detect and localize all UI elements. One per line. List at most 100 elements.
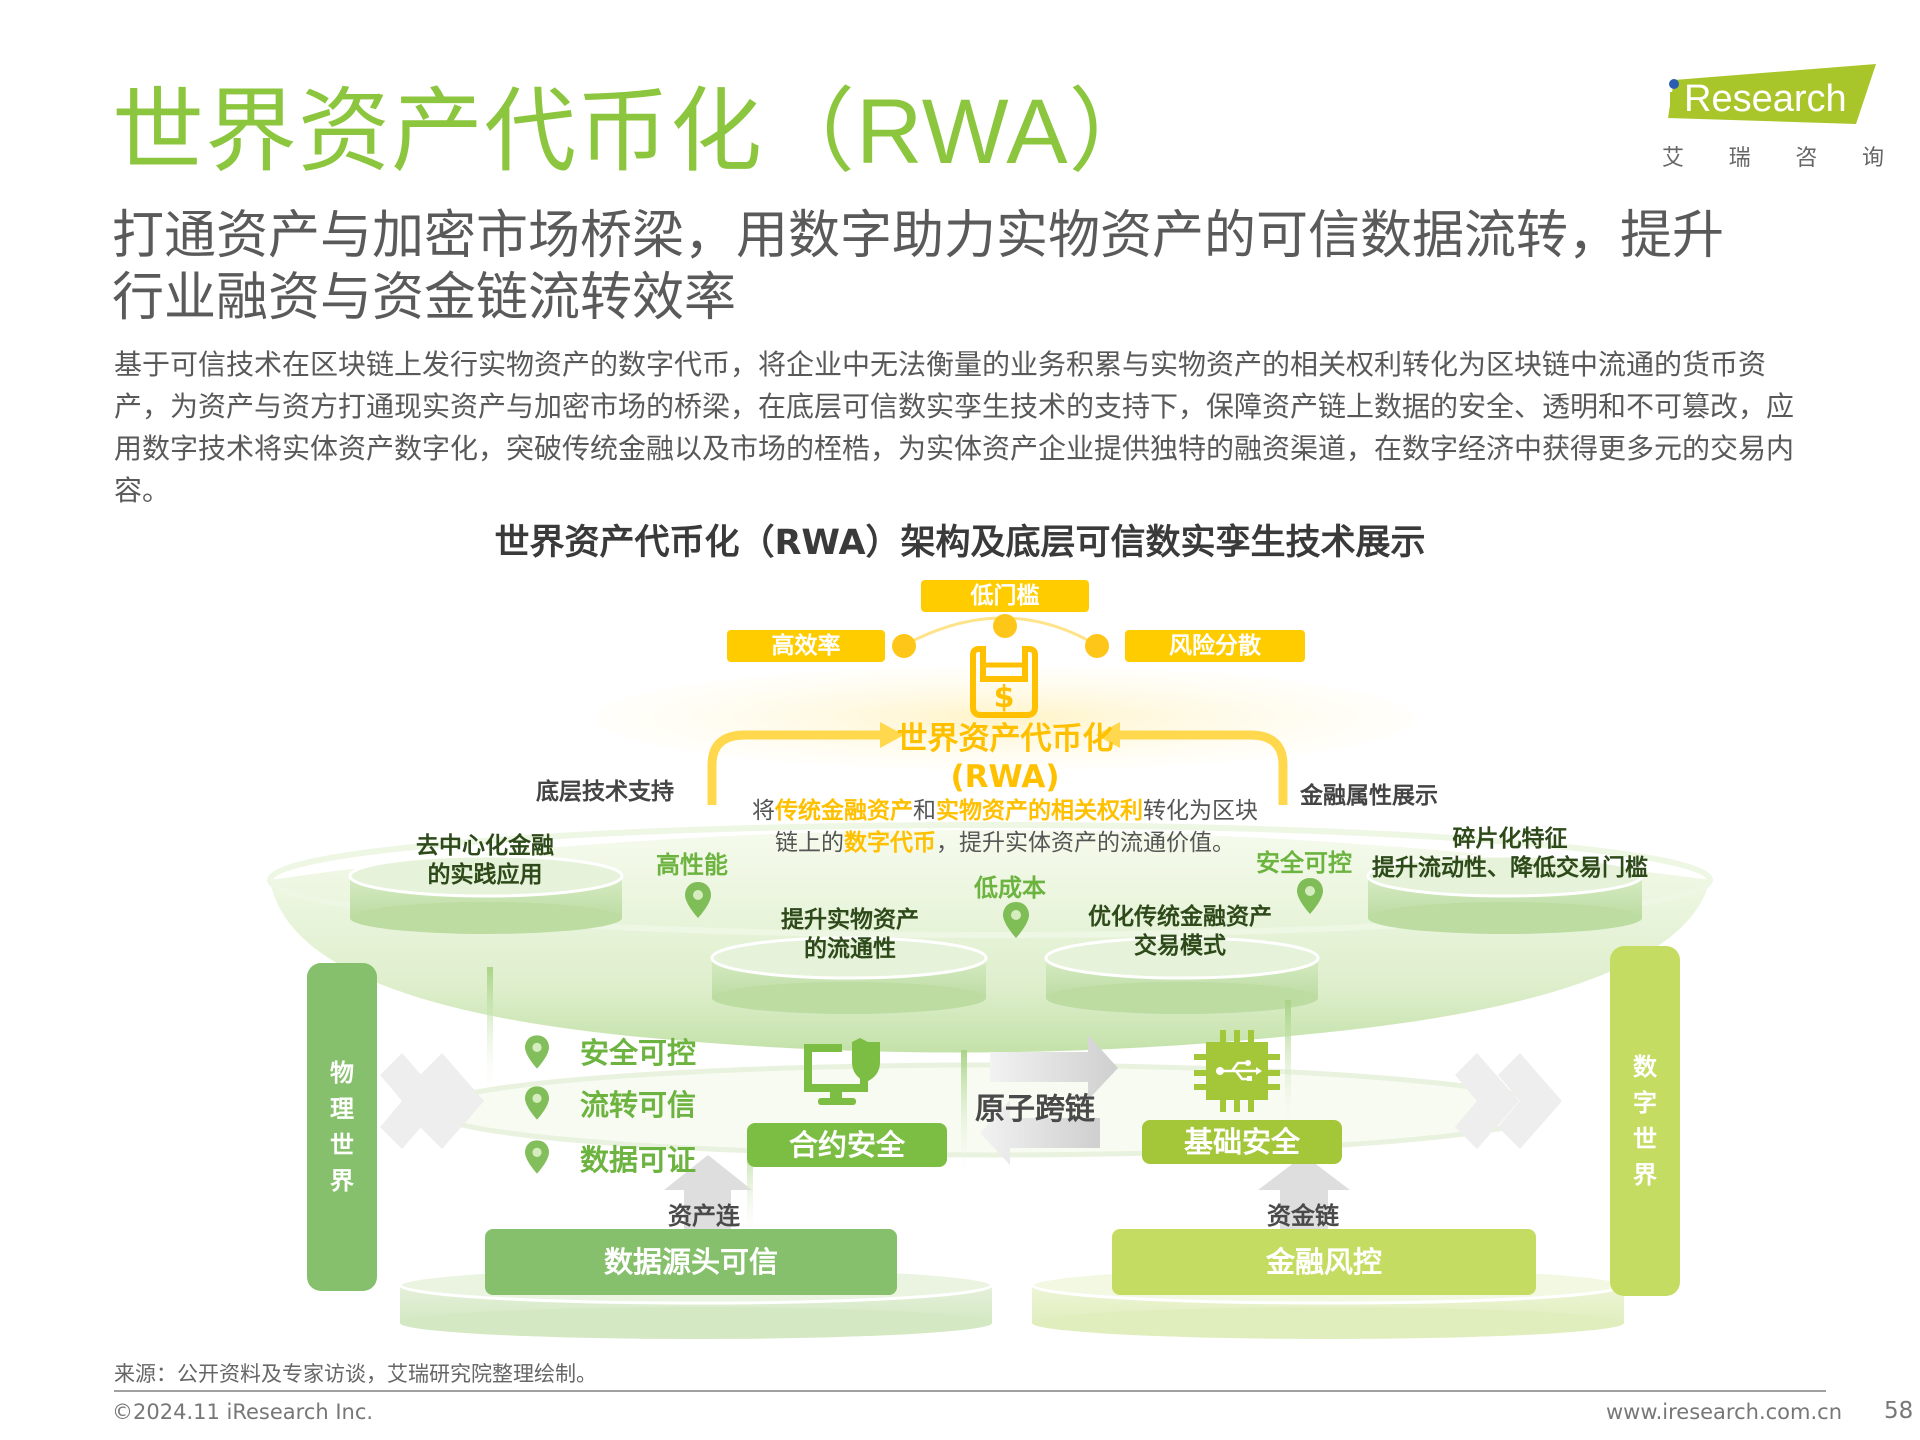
pin-label-low-cost: 低成本 (974, 874, 1046, 902)
asset-chain-arrow (664, 1155, 752, 1250)
tag-dot (1085, 634, 1109, 658)
pillar (1285, 1000, 1291, 1140)
center-title: 世界资产代币化 (RWA) (760, 720, 1250, 796)
disc-label-optimize: 优化传统金融资产 交易模式 (1060, 903, 1300, 961)
world-char: 世 (330, 1131, 354, 1159)
bullet-security: 安全可控 (580, 1036, 697, 1070)
disc-label-defi: 去中心化金融 的实践应用 (380, 832, 590, 890)
logo-cn-char: 艾 (1662, 146, 1685, 171)
financial-risk-control-box: 金融风控 (1112, 1229, 1536, 1295)
page-number: 58 (1884, 1398, 1914, 1424)
desc-text: 链上的 (775, 830, 844, 856)
left-arc-arrow (707, 730, 880, 805)
disc-1 (348, 854, 624, 934)
chevrons-right-icon (1455, 1053, 1562, 1149)
center-title-line-2: (RWA) (950, 759, 1060, 795)
center-description: 将传统金融资产和实物资产的相关权利转化为区块 链上的数字代币，提升实体资产的流通… (700, 795, 1310, 859)
logo-cn-char: 询 (1861, 146, 1884, 171)
location-pin-icon (525, 1035, 549, 1069)
location-pin-icon (685, 882, 711, 918)
source-note: 来源：公开资料及专家访谈，艾瑞研究院整理绘制。 (114, 1362, 597, 1386)
world-char: 世 (1633, 1125, 1657, 1153)
bowl-rim (267, 822, 1713, 938)
physical-world-bar: 物 理 世 界 (307, 963, 377, 1291)
svg-text:$: $ (994, 680, 1015, 715)
dollar-wallet-icon: $ (965, 645, 1043, 719)
desc-text: 和 (913, 798, 936, 824)
cross-chain-arrow-right (990, 1035, 1118, 1100)
desc-text: ，提升实体资产的流通价值。 (936, 830, 1235, 856)
subtitle-line-1: 打通资产与加密市场桥梁，用数字助力实物资产的可信数据流转，提升 (112, 206, 1725, 266)
logo-graphic: Research (1668, 64, 1876, 124)
usb-chip-icon (1194, 1030, 1280, 1112)
digital-world-bar: 数 字 世 界 (1610, 946, 1680, 1296)
financial-attribute-label: 金融属性展示 (1300, 783, 1438, 809)
pillar (747, 1133, 753, 1243)
tag-dot (892, 634, 916, 658)
right-arc-arrow (1120, 730, 1288, 805)
disc-label-fragmentation: 碎片化特征 提升流动性、降低交易门槛 (1355, 825, 1665, 883)
page-title: 世界资产代币化（RWA） (112, 81, 1162, 183)
diagram-title: 世界资产代币化（RWA）架构及底层可信数实孪生技术展示 (494, 523, 1426, 563)
desc-highlight: 数字代币 (844, 830, 936, 856)
disc-label-line: 提升流动性、降低交易门槛 (1372, 855, 1648, 881)
logo-dot (1669, 79, 1679, 89)
center-title-line-1: 世界资产代币化 (896, 721, 1114, 757)
disc-label-line: 去中心化金融 (416, 833, 554, 859)
disc-label-line: 碎片化特征 (1452, 826, 1568, 852)
bullet-circulation: 流转可信 (580, 1088, 697, 1122)
tag-dot (993, 614, 1017, 638)
disc-2 (710, 936, 988, 1014)
capital-chain-label: 资金链 (1267, 1202, 1339, 1230)
cross-chain-arrow-left (980, 1100, 1100, 1165)
world-char: 理 (330, 1095, 354, 1123)
underlying-tech-label: 底层技术支持 (536, 779, 674, 805)
tag-low-threshold: 低门槛 (921, 580, 1089, 612)
location-pin-icon (1003, 902, 1029, 938)
iresearch-logo: Research (1660, 62, 1880, 172)
location-pin-icon (525, 1140, 549, 1174)
base-security-box: 基础安全 (1142, 1120, 1342, 1164)
cross-chain-label: 原子跨链 (975, 1092, 1095, 1127)
website-link[interactable]: www.iresearch.com.cn (1606, 1400, 1843, 1424)
disc-label-line: 交易模式 (1134, 933, 1226, 959)
desc-highlight: 传统金融资产 (775, 798, 913, 824)
desc-text: 将 (752, 798, 775, 824)
logo-i-stem (1670, 92, 1678, 118)
logo-banner (1668, 64, 1876, 124)
copyright: ©2024.11 iResearch Inc. (112, 1400, 374, 1424)
left-arc-arrowhead (880, 722, 904, 748)
pillar (961, 1050, 967, 1180)
desc-highlight: 实物资产的相关权利 (936, 798, 1143, 824)
logo-cn-char: 咨 (1795, 146, 1818, 171)
disc-3 (1044, 936, 1320, 1014)
pin-label-performance: 高性能 (656, 851, 728, 879)
subtitle-line-2: 行业融资与资金链流转效率 (112, 268, 737, 328)
upper-bowl (270, 830, 1710, 1053)
asset-chain-label: 资产连 (668, 1202, 740, 1230)
desc-text: 转化为区块 (1143, 798, 1258, 824)
world-char: 界 (1633, 1161, 1657, 1189)
body-paragraph: 基于可信技术在区块链上发行实物资产的数字代币，将企业中无法衡量的业务积累与实物资… (114, 348, 1795, 507)
location-pin-icon (525, 1086, 549, 1120)
world-char: 物 (330, 1059, 354, 1087)
logo-cn-char: 瑞 (1728, 146, 1751, 171)
disc-4 (1366, 854, 1644, 934)
pin-label-security: 安全可控 (1256, 849, 1352, 877)
tag-high-efficiency: 高效率 (727, 630, 885, 662)
disc-label-line: 优化传统金融资产 (1088, 904, 1272, 930)
bullet-data-verifiable: 数据可证 (580, 1143, 697, 1177)
world-char: 界 (330, 1167, 354, 1195)
chevrons-left-icon (380, 1053, 484, 1149)
data-source-trusted-box: 数据源头可信 (485, 1229, 897, 1295)
page-subtitle: 打通资产与加密市场桥梁，用数字助力实物资产的可信数据流转，提升 行业融资与资金链… (112, 205, 1812, 329)
disc-label-liquidity: 提升实物资产 的流通性 (740, 906, 960, 964)
pillar (487, 967, 493, 1097)
capital-chain-arrow (1258, 1155, 1350, 1250)
logo-cn: 艾 瑞 咨 询 (1662, 140, 1884, 172)
footer-divider (114, 1390, 1826, 1392)
world-char: 数 (1633, 1053, 1657, 1081)
disc-label-line: 提升实物资产 (781, 907, 919, 933)
location-pin-icon (1297, 878, 1323, 914)
disc-label-line: 的流通性 (804, 936, 896, 962)
